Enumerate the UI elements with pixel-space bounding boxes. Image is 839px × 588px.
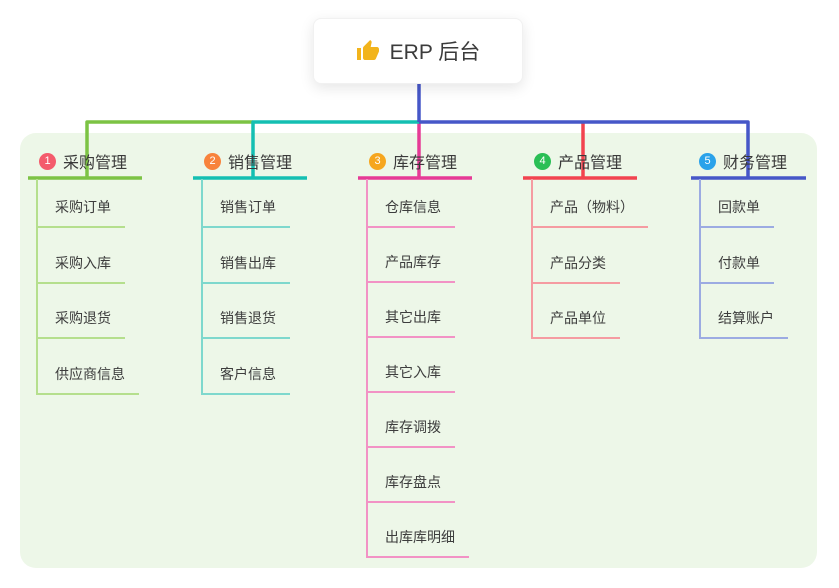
node-label: 库存盘点 bbox=[385, 474, 441, 490]
node-label: 销售退货 bbox=[220, 310, 276, 326]
branch4-label: 产品管理 bbox=[558, 155, 623, 172]
root-node-label: ERP 后台 bbox=[389, 41, 481, 64]
node-other-inbound[interactable]: 其它入库 bbox=[367, 357, 455, 393]
node-label: 产品单位 bbox=[550, 310, 606, 326]
node-label: 出库库明细 bbox=[385, 529, 455, 545]
node-product-stock[interactable]: 产品库存 bbox=[367, 247, 455, 283]
node-sales-return[interactable]: 销售退货 bbox=[202, 303, 290, 339]
node-label: 产品分类 bbox=[550, 255, 606, 271]
node-sales-order[interactable]: 销售订单 bbox=[202, 192, 290, 228]
branch5-label: 财务管理 bbox=[723, 155, 788, 172]
branch3-label: 库存管理 bbox=[393, 155, 458, 172]
node-label: 产品（物料） bbox=[550, 199, 634, 215]
root-node-erp[interactable]: ERP 后台 bbox=[313, 18, 523, 84]
branch-header-inventory[interactable]: 3 库存管理 bbox=[369, 149, 457, 173]
node-product-material[interactable]: 产品（物料） bbox=[532, 192, 648, 228]
node-label: 付款单 bbox=[718, 255, 760, 271]
node-purchase-inbound[interactable]: 采购入库 bbox=[37, 248, 125, 284]
node-label: 供应商信息 bbox=[55, 366, 125, 382]
node-outbound-detail[interactable]: 出库库明细 bbox=[367, 522, 469, 558]
node-label: 产品库存 bbox=[385, 254, 441, 270]
node-label: 采购入库 bbox=[55, 255, 111, 271]
branch-header-sales[interactable]: 2 销售管理 bbox=[204, 149, 292, 173]
node-product-unit[interactable]: 产品单位 bbox=[532, 303, 620, 339]
node-label: 回款单 bbox=[718, 199, 760, 215]
node-payment-bill[interactable]: 付款单 bbox=[700, 248, 774, 284]
node-other-outbound[interactable]: 其它出库 bbox=[367, 302, 455, 338]
branch4-number-badge: 4 bbox=[534, 152, 551, 170]
branch1-number-badge: 1 bbox=[39, 152, 56, 170]
node-settlement-account[interactable]: 结算账户 bbox=[700, 303, 788, 339]
node-customer-info[interactable]: 客户信息 bbox=[202, 359, 290, 395]
node-label: 客户信息 bbox=[220, 366, 276, 382]
branch-header-product[interactable]: 4 产品管理 bbox=[534, 149, 622, 173]
node-label: 其它入库 bbox=[385, 364, 441, 380]
node-sales-outbound[interactable]: 销售出库 bbox=[202, 248, 290, 284]
node-purchase-return[interactable]: 采购退货 bbox=[37, 303, 125, 339]
node-label: 结算账户 bbox=[718, 310, 774, 326]
node-label: 采购订单 bbox=[55, 199, 111, 215]
node-label: 销售出库 bbox=[220, 255, 276, 271]
node-receipt-bill[interactable]: 回款单 bbox=[700, 192, 774, 228]
node-label: 采购退货 bbox=[55, 310, 111, 326]
thumbs-up-icon bbox=[356, 40, 379, 60]
node-supplier-info[interactable]: 供应商信息 bbox=[37, 359, 139, 395]
node-label: 仓库信息 bbox=[385, 199, 441, 215]
branch-header-finance[interactable]: 5 财务管理 bbox=[699, 149, 787, 173]
branch3-number-badge: 3 bbox=[369, 152, 386, 170]
node-purchase-order[interactable]: 采购订单 bbox=[37, 192, 125, 228]
branch2-number-badge: 2 bbox=[204, 152, 221, 170]
node-label: 其它出库 bbox=[385, 309, 441, 325]
node-warehouse-info[interactable]: 仓库信息 bbox=[367, 192, 455, 228]
node-label: 库存调拨 bbox=[385, 419, 441, 435]
node-stock-count[interactable]: 库存盘点 bbox=[367, 467, 455, 503]
branch1-label: 采购管理 bbox=[63, 155, 128, 172]
branches-board-panel bbox=[20, 133, 817, 568]
node-stock-transfer[interactable]: 库存调拨 bbox=[367, 412, 455, 448]
branch5-number-badge: 5 bbox=[699, 152, 716, 170]
node-label: 销售订单 bbox=[220, 199, 276, 215]
node-product-category[interactable]: 产品分类 bbox=[532, 248, 620, 284]
branch2-label: 销售管理 bbox=[228, 155, 293, 172]
branch-header-purchase[interactable]: 1 采购管理 bbox=[39, 149, 127, 173]
